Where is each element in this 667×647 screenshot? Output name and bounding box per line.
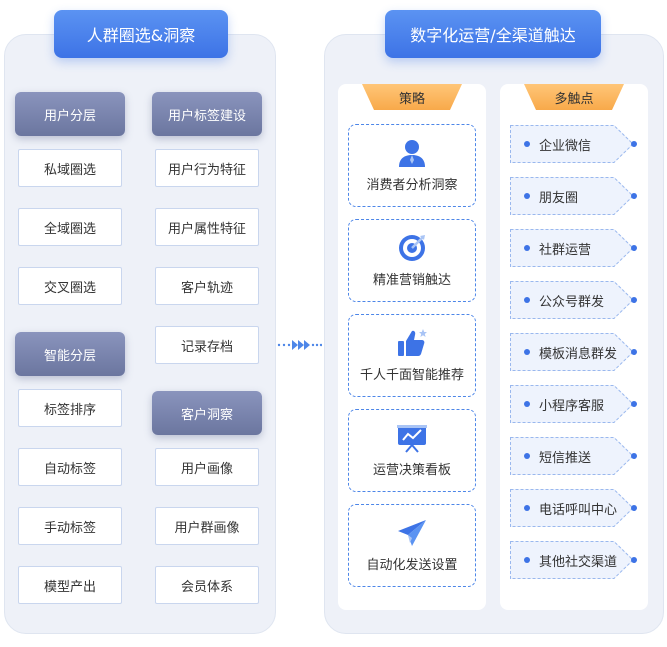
group-header-user-segmentation: 用户分层 xyxy=(15,92,125,136)
touchpoint-item-call-center: 电话呼叫中心 xyxy=(510,489,634,527)
touchpoint-bullet-icon xyxy=(524,141,530,147)
touchpoint-item-wecom: 企业微信 xyxy=(510,125,634,163)
touchpoint-bullet-icon xyxy=(524,193,530,199)
strategy-tab: 策略 xyxy=(362,84,462,110)
touchpoint-item-moments: 朋友圈 xyxy=(510,177,634,215)
touchpoint-label: 企业微信 xyxy=(539,138,592,154)
touchpoint-item-mini-program: 小程序客服 xyxy=(510,385,634,423)
touchpoint-item-other-social: 其他社交渠道 xyxy=(510,541,634,579)
touchpoint-bullet-icon xyxy=(524,297,530,303)
touchpoint-endpoint-icon xyxy=(631,349,637,355)
touchpoint-endpoint-icon xyxy=(631,297,637,303)
node-manual-tag: 手动标签 xyxy=(18,507,122,545)
node-record-archive: 记录存档 xyxy=(155,326,259,364)
node-private-selection: 私域圈选 xyxy=(18,149,122,187)
group-header-user-tag-building: 用户标签建设 xyxy=(152,92,262,136)
dashboard-icon xyxy=(397,425,427,453)
right-panel-title: 数字化运营/全渠道触达 xyxy=(385,10,601,58)
node-user-portrait: 用户画像 xyxy=(155,448,259,486)
strategy-item-auto-send: 自动化发送设置 xyxy=(348,504,476,587)
touchpoint-label: 短信推送 xyxy=(539,450,592,466)
touchpoint-label: 社群运营 xyxy=(539,242,592,258)
flow-arrow-icon xyxy=(277,340,322,350)
strategy-label: 消费者分析洞察 xyxy=(366,178,458,193)
node-tag-sorting: 标签排序 xyxy=(18,389,122,427)
touchpoint-label: 小程序客服 xyxy=(539,398,605,414)
strategy-label: 精准营销触达 xyxy=(372,273,451,288)
strategy-item-consumer-insight: 消费者分析洞察 xyxy=(348,124,476,207)
touchpoint-label: 模板消息群发 xyxy=(539,346,618,362)
touchpoint-endpoint-icon xyxy=(631,193,637,199)
node-customer-trajectory: 客户轨迹 xyxy=(155,267,259,305)
strategy-item-personalized-recommend: 千人千面智能推荐 xyxy=(348,314,476,397)
node-cross-selection: 交叉圈选 xyxy=(18,267,122,305)
touchpoint-bullet-icon xyxy=(524,557,530,563)
user-icon xyxy=(399,140,425,167)
touchpoint-label: 其他社交渠道 xyxy=(539,554,618,570)
strategy-item-precision-marketing: 精准营销触达 xyxy=(348,219,476,302)
thumbs-up-icon xyxy=(398,329,427,356)
touchpoint-item-community: 社群运营 xyxy=(510,229,634,267)
touchpoint-bullet-icon xyxy=(524,505,530,511)
node-model-output: 模型产出 xyxy=(18,566,122,604)
strategy-label: 千人千面智能推荐 xyxy=(359,368,464,383)
touchpoint-label: 公众号群发 xyxy=(539,294,605,310)
node-membership-system: 会员体系 xyxy=(155,566,259,604)
strategy-label: 自动化发送设置 xyxy=(366,558,458,573)
group-header-customer-insight: 客户洞察 xyxy=(152,391,262,435)
left-panel-title: 人群圈选&洞察 xyxy=(54,10,228,58)
touchpoint-bullet-icon xyxy=(524,453,530,459)
touchpoint-endpoint-icon xyxy=(631,453,637,459)
touchpoint-bullet-icon xyxy=(524,349,530,355)
touchpoint-item-sms: 短信推送 xyxy=(510,437,634,475)
touchpoint-endpoint-icon xyxy=(631,245,637,251)
strategy-label: 运营决策看板 xyxy=(372,463,451,478)
touchpoint-endpoint-icon xyxy=(631,557,637,563)
strategy-item-decision-dashboard: 运营决策看板 xyxy=(348,409,476,492)
target-icon xyxy=(399,235,425,261)
node-auto-tag: 自动标签 xyxy=(18,448,122,486)
group-header-smart-segmentation: 智能分层 xyxy=(15,332,125,376)
node-group-portrait: 用户群画像 xyxy=(155,507,259,545)
send-icon xyxy=(398,520,426,546)
touchpoint-label: 电话呼叫中心 xyxy=(539,502,618,518)
node-omni-selection: 全域圈选 xyxy=(18,208,122,246)
node-behavior-features: 用户行为特征 xyxy=(155,149,259,187)
touchpoint-endpoint-icon xyxy=(631,505,637,511)
touchpoint-bullet-icon xyxy=(524,245,530,251)
touchpoint-label: 朋友圈 xyxy=(539,190,579,206)
touchpoint-item-official-account: 公众号群发 xyxy=(510,281,634,319)
touchpoint-tab: 多触点 xyxy=(524,84,624,110)
touchpoint-endpoint-icon xyxy=(631,401,637,407)
touchpoint-endpoint-icon xyxy=(631,141,637,147)
touchpoint-bullet-icon xyxy=(524,401,530,407)
touchpoint-item-template-message: 模板消息群发 xyxy=(510,333,634,371)
node-attribute-features: 用户属性特征 xyxy=(155,208,259,246)
